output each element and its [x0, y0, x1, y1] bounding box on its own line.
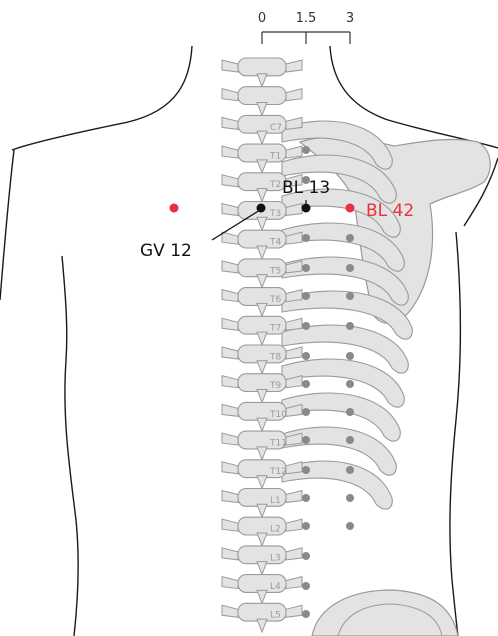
vertebra-label: T5: [269, 266, 281, 276]
vertebra-label: T4: [269, 238, 281, 248]
reference-point: [302, 352, 310, 360]
reference-point: [346, 494, 354, 502]
reference-point: [346, 380, 354, 388]
reference-point: [302, 436, 310, 444]
left-shoulder-outline: [12, 46, 192, 150]
reference-point: [346, 436, 354, 444]
bl13-point[interactable]: [302, 204, 311, 213]
vertebra: L2: [222, 517, 302, 546]
vertebra-label: T7: [269, 324, 281, 334]
reference-points: [302, 146, 354, 618]
reference-point: [302, 522, 310, 530]
label-bl42: BL 42: [366, 201, 414, 221]
scale-tick-0: 0: [258, 11, 266, 26]
reference-point: [346, 234, 354, 242]
reference-point: [302, 322, 310, 330]
vertebra-label: T8: [269, 352, 281, 362]
reference-point: [346, 322, 354, 330]
vertebra: L4: [222, 575, 302, 604]
vertebra-label: T11: [269, 438, 287, 448]
bl42-left-point[interactable]: [170, 204, 179, 213]
reference-point: [346, 466, 354, 474]
vertebra-label: L1: [270, 496, 281, 506]
vertebra-label: L5: [270, 611, 281, 621]
gv12-point[interactable]: [257, 204, 266, 213]
label-bl13: BL 13: [282, 178, 330, 198]
pelvis: [312, 590, 458, 636]
vertebra-label: T12: [269, 467, 287, 477]
reference-point: [302, 264, 310, 272]
label-gv12: GV 12: [140, 241, 192, 261]
vertebra-label: C7: [270, 123, 282, 133]
vertebra-label: L2: [270, 525, 281, 535]
vertebra-label: L4: [270, 582, 281, 592]
vertebra-label: T9: [269, 381, 281, 391]
reference-point: [302, 408, 310, 416]
left-arm-outline: [0, 150, 14, 300]
reference-point: [302, 494, 310, 502]
measurement-scale: [262, 32, 350, 44]
reference-point: [346, 264, 354, 272]
bl42-point[interactable]: [346, 204, 355, 213]
reference-point: [302, 466, 310, 474]
reference-point: [302, 234, 310, 242]
reference-point: [302, 292, 310, 300]
vertebra: L1: [222, 489, 302, 518]
reference-point: [346, 352, 354, 360]
reference-point: [302, 380, 310, 388]
reference-point: [346, 522, 354, 530]
left-torso-outline: [62, 256, 78, 636]
vertebra: L5: [222, 603, 302, 632]
vertebra: L3: [222, 546, 302, 575]
vertebra-label: T2: [269, 180, 281, 190]
reference-point: [302, 610, 310, 618]
vertebra: [222, 87, 302, 116]
vertebra-label: T1: [269, 151, 281, 161]
vertebra: [222, 58, 302, 87]
reference-point: [302, 582, 310, 590]
reference-point: [346, 408, 354, 416]
vertebra-label: T6: [269, 295, 281, 305]
vertebra-label: L3: [270, 553, 281, 563]
vertebra-label: T3: [269, 209, 281, 219]
reference-point: [302, 146, 310, 154]
reference-point: [302, 552, 310, 560]
right-torso-outline: [450, 232, 461, 636]
reference-point: [346, 292, 354, 300]
vertebra-label: T10: [269, 410, 287, 420]
scale-tick-1-5: 1.5: [296, 11, 317, 26]
scale-tick-3: 3: [346, 11, 354, 26]
